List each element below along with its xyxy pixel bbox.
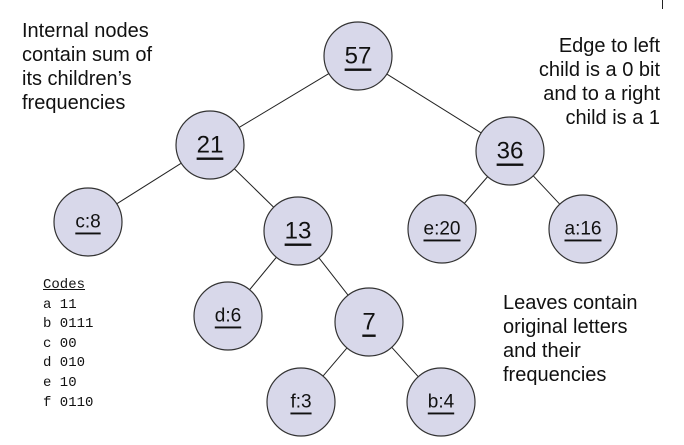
node-label: 13 — [285, 218, 312, 245]
internal-node-n36: 36 — [475, 116, 545, 186]
leaves-note-line-2: original letters — [503, 316, 628, 338]
node-circle — [323, 21, 393, 91]
code-row-a: a 11 — [43, 296, 77, 313]
internal-note-line-1: Internal nodes — [22, 20, 149, 42]
edge-note-line-1: Edge to left — [558, 35, 660, 57]
corner-tick-mark — [662, 0, 663, 9]
edge-n57-n36 — [386, 73, 482, 134]
edge-n7-f3 — [322, 347, 348, 377]
internal-node-n57: 57 — [323, 21, 393, 91]
node-label: 36 — [497, 138, 524, 165]
edge-n36-a16 — [532, 175, 561, 205]
code-row-d: d 010 — [43, 355, 86, 372]
leaf-node-d6: d:6 — [193, 281, 263, 351]
leaf-node-b4: b:4 — [406, 367, 476, 437]
leaf-node-a16: a:16 — [548, 194, 618, 264]
edge-note-line-2: child is a 0 bit — [538, 59, 660, 81]
node-label: a:16 — [565, 219, 602, 240]
node-circle — [175, 110, 245, 180]
edge-n13-n7 — [318, 257, 349, 296]
code-row-b: b 0111 — [43, 316, 94, 333]
edge-n57-n21 — [238, 73, 330, 128]
node-label: c:8 — [75, 212, 100, 233]
node-circle — [53, 187, 123, 257]
node-label: 21 — [197, 132, 224, 159]
node-label: b:4 — [428, 392, 455, 413]
node-circle — [266, 367, 336, 437]
node-circle — [193, 281, 263, 351]
edge-n21-n13 — [233, 168, 275, 208]
node-circle — [334, 287, 404, 357]
edge-n36-e20 — [463, 176, 489, 204]
node-label: f:3 — [290, 392, 311, 413]
node-label: 7 — [362, 309, 375, 336]
node-label: e:20 — [424, 219, 461, 240]
internal-nodes-note: Internal nodes contain sum of its childr… — [22, 19, 152, 115]
tree-nodes: 57 21 36 c:8 13 e:20 a:16 d:6 7 f:3 b:4 — [53, 21, 618, 437]
edge-bits-note: Edge to left child is a 0 bit and to a r… — [539, 34, 660, 130]
edge-n7-b4 — [391, 346, 419, 378]
leaves-note-line-4: frequencies — [503, 364, 607, 386]
leaf-node-c8: c:8 — [53, 187, 123, 257]
codes-table: Codes a 11 b 0111 c 00 d 010 e 10 f 0110 — [43, 276, 93, 413]
internal-note-line-4: frequencies — [22, 92, 126, 114]
node-circle — [263, 196, 333, 266]
code-row-c: c 00 — [43, 335, 77, 352]
edge-n21-c8 — [116, 162, 182, 205]
codes-title: Codes — [43, 277, 86, 293]
node-label: d:6 — [215, 306, 241, 327]
leaves-note-line-3: and their — [503, 340, 581, 362]
leaf-node-f3: f:3 — [266, 367, 336, 437]
tree-edges — [116, 73, 561, 378]
code-row-e: e 10 — [43, 374, 77, 391]
code-row-f: f 0110 — [43, 394, 94, 411]
node-label: 57 — [345, 43, 372, 70]
node-circle — [407, 194, 477, 264]
edge-n13-d6 — [249, 256, 277, 291]
internal-node-n7: 7 — [334, 287, 404, 357]
internal-note-line-3: its children’s — [22, 68, 132, 90]
node-circle — [475, 116, 545, 186]
edge-note-line-3: and to a right — [543, 83, 660, 105]
edge-note-line-4: child is a 1 — [565, 107, 661, 129]
leaves-note-line-1: Leaves contain — [503, 292, 638, 314]
leaf-node-e20: e:20 — [407, 194, 477, 264]
node-circle — [406, 367, 476, 437]
internal-node-n13: 13 — [263, 196, 333, 266]
node-circle — [548, 194, 618, 264]
internal-node-n21: 21 — [175, 110, 245, 180]
leaves-note: Leaves contain original letters and thei… — [503, 291, 638, 387]
internal-note-line-2: contain sum of — [22, 44, 153, 66]
